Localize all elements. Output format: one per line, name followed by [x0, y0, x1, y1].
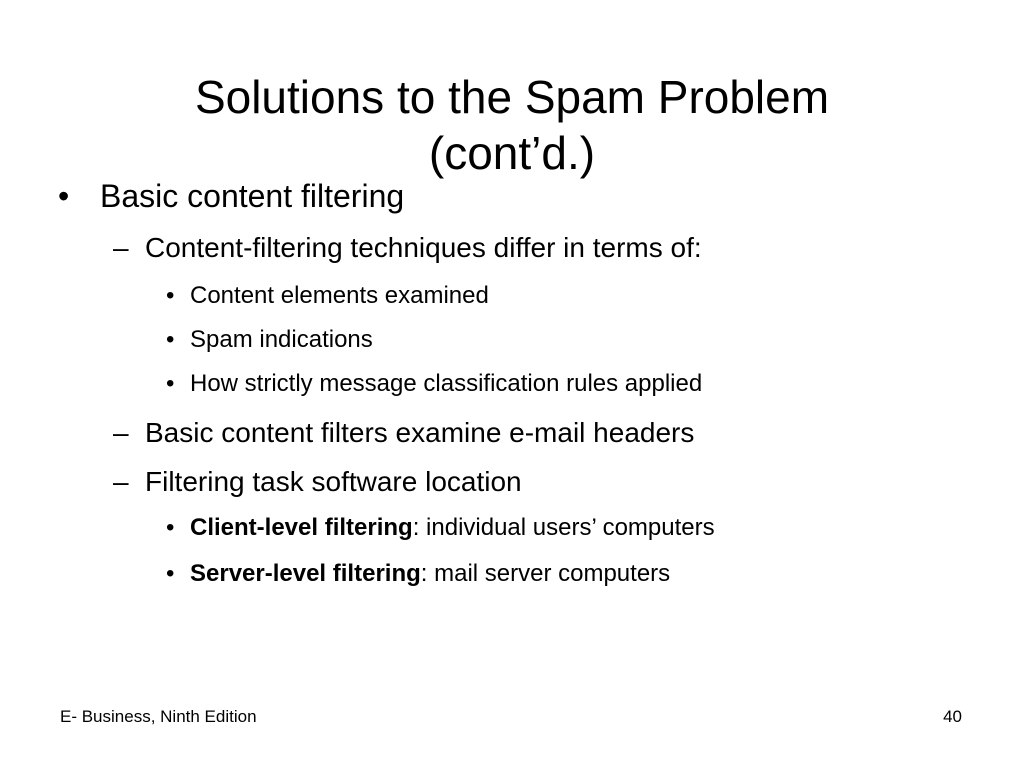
footer-page-number: 40 — [943, 707, 962, 726]
definition-text: : mail server computers — [420, 560, 671, 587]
title-line-1: Solutions to the Spam Problem — [194, 70, 830, 123]
sub-bullet-techniques-differ: – Content-filtering techniques differ in… — [113, 232, 702, 264]
bullet-marker: • — [166, 326, 175, 353]
bullet-marker: • — [166, 282, 175, 309]
sub-sub-bullet-spam-indications: • Spam indications — [166, 326, 373, 354]
sub-sub-bullet-client-level: • Client-level filtering: individual use… — [166, 514, 715, 542]
sub-sub-bullet-server-level: • Server-level filtering: mail server co… — [166, 560, 670, 588]
term-server-level-filtering: Server-level filtering — [190, 560, 421, 587]
bullet-marker: • — [166, 514, 175, 541]
sub-sub-bullet-text: Content elements examined — [190, 282, 489, 309]
bullet-basic-content-filtering: • Basic content filtering — [58, 178, 404, 215]
sub-bullet-text: Content-filtering techniques differ in t… — [145, 232, 702, 263]
sub-bullet-text: Filtering task software location — [145, 466, 522, 497]
dash-marker: – — [113, 417, 129, 448]
dash-marker: – — [113, 466, 129, 497]
sub-sub-bullet-content-elements: • Content elements examined — [166, 282, 489, 310]
bullet-marker: • — [58, 178, 70, 214]
sub-bullet-examine-headers: – Basic content filters examine e-mail h… — [113, 417, 694, 449]
sub-sub-bullet-classification-rules: • How strictly message classification ru… — [166, 370, 702, 398]
sub-sub-bullet-text: Spam indications — [190, 326, 373, 353]
dash-marker: – — [113, 232, 129, 263]
title-line-2: (cont’d.) — [428, 126, 596, 179]
term-client-level-filtering: Client-level filtering — [190, 514, 413, 541]
sub-bullet-text: Basic content filters examine e-mail hea… — [145, 417, 695, 448]
bullet-text: Basic content filtering — [100, 178, 405, 214]
slide-title: Solutions to the Spam Problem (cont’d.) — [0, 69, 1024, 181]
sub-bullet-software-location: – Filtering task software location — [113, 466, 522, 498]
bullet-marker: • — [166, 370, 175, 397]
definition-text: : individual users’ computers — [412, 514, 715, 541]
bullet-marker: • — [166, 560, 175, 587]
footer-book-title: E- Business, Ninth Edition — [60, 707, 257, 726]
sub-sub-bullet-text: How strictly message classification rule… — [190, 370, 703, 397]
